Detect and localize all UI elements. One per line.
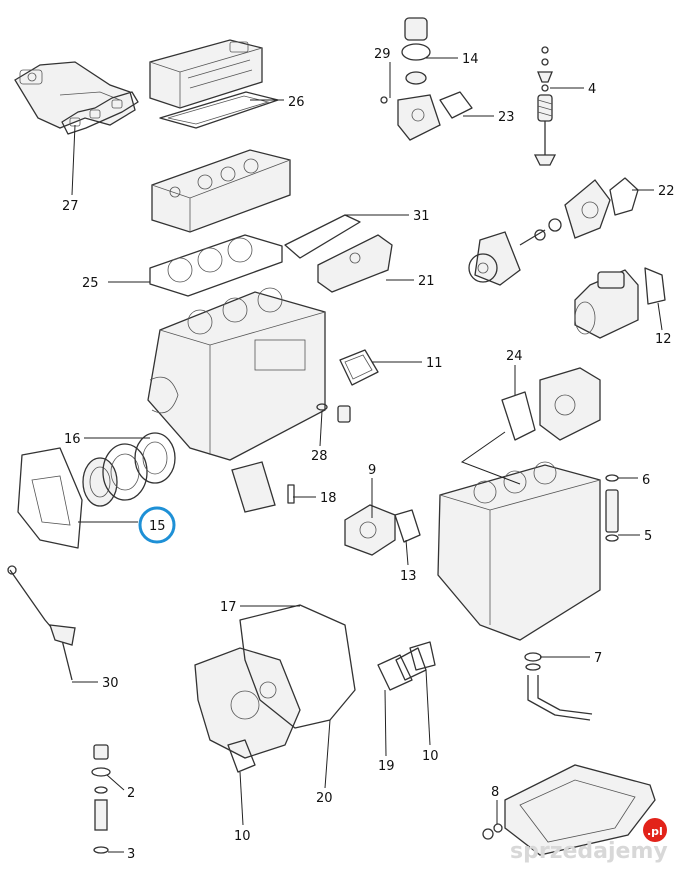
callout-21[interactable]: 21 [418,274,435,289]
starter-gasket [644,267,666,305]
callout-24[interactable]: 24 [506,349,523,364]
watermark-text: sprzedajemy [510,839,668,864]
fuel-injector [91,744,111,854]
rear-seal-housing-gasket [134,432,176,484]
oil-pickup-tube [524,652,593,721]
valve-spring-assembly [533,46,557,166]
callout-8[interactable]: 8 [491,785,499,800]
side-cover-gasket [339,349,379,386]
gear-case [194,647,301,759]
callout-30[interactable]: 30 [102,676,119,691]
callout-3[interactable]: 3 [127,847,135,862]
exhaust-manifold [14,61,136,129]
callout-labels: 27 26 29 14 23 4 22 31 21 25 12 11 28 16… [62,47,675,862]
water-pump [468,179,611,286]
callout-27[interactable]: 27 [62,199,79,214]
callout-12[interactable]: 12 [655,332,672,347]
callout-13[interactable]: 13 [400,569,417,584]
tappet-assembly [605,474,619,542]
callout-6[interactable]: 6 [642,473,650,488]
crank-seal-plate [227,739,256,773]
starter-motor [574,269,639,339]
watermark: .pl sprzedajemy [510,818,668,864]
callout-14[interactable]: 14 [462,52,479,67]
cylinder-head [151,149,291,233]
callout-28[interactable]: 28 [311,449,328,464]
callout-19[interactable]: 19 [378,759,395,774]
callout-10-right[interactable]: 10 [422,749,439,764]
callout-15[interactable]: 15 [149,519,166,534]
water-pump-gasket [609,177,639,216]
callout-22[interactable]: 22 [658,184,675,199]
oil-dipstick [7,565,76,681]
head-side-cover-gasket [284,214,393,293]
flywheel-housing-gasket [17,447,83,549]
exhaust-manifold-gasket [61,91,139,135]
oil-filter-base [539,367,601,441]
callout-15-highlight-ring [138,506,176,544]
main-bearing-caps [231,461,295,513]
thermostat-housing [380,17,473,141]
callout-2[interactable]: 2 [127,786,135,801]
callout-25[interactable]: 25 [82,276,99,291]
callout-29[interactable]: 29 [374,47,391,62]
callout-31[interactable]: 31 [413,209,430,224]
callout-5[interactable]: 5 [644,529,652,544]
oil-pan-drain-plug [482,823,503,840]
callout-26[interactable]: 26 [288,95,305,110]
oil-filter-base-gasket [501,391,536,441]
callout-18[interactable]: 18 [320,491,337,506]
cylinder-block-left [147,287,326,461]
callout-10-bottom[interactable]: 10 [234,829,251,844]
callout-9[interactable]: 9 [368,463,376,478]
callout-16[interactable]: 16 [64,432,81,447]
watermark-badge-text: .pl [647,825,663,838]
callout-11[interactable]: 11 [426,356,443,371]
callout-4[interactable]: 4 [588,82,596,97]
oil-pan [504,764,656,856]
cylinder-block-right [437,461,601,641]
callout-17[interactable]: 17 [220,600,237,615]
watermark-badge [643,818,667,842]
leader-lines [71,57,663,853]
valve-cover [149,39,263,109]
oil-pump [344,504,421,556]
drain-plug [316,403,351,423]
callout-23[interactable]: 23 [498,110,515,125]
rear-oil-seal [82,457,118,507]
head-gasket [149,234,283,297]
callout-20[interactable]: 20 [316,791,333,806]
callout-7[interactable]: 7 [594,651,602,666]
